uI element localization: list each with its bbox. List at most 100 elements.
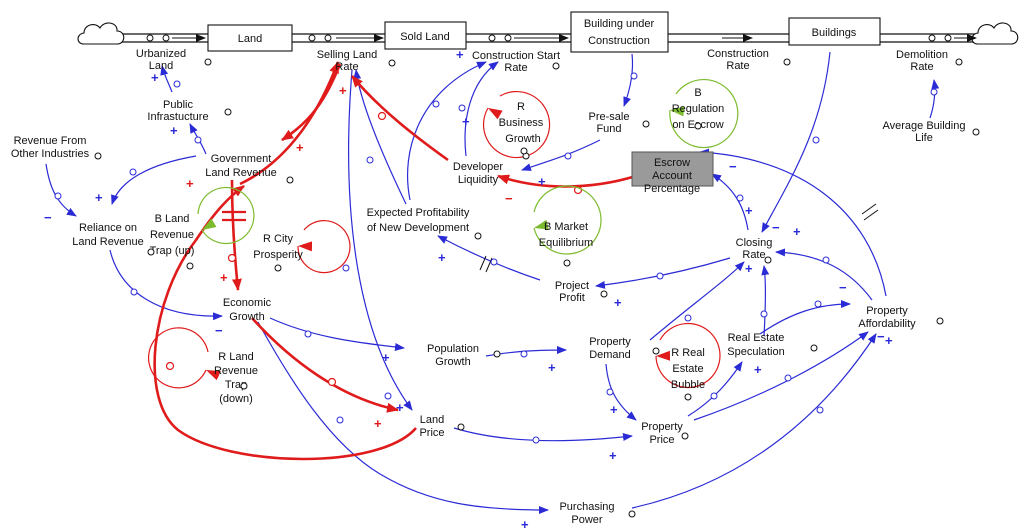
svg-text:+: + [151,70,159,85]
link-propprice-to-affordability [693,331,869,421]
link-purchasing-to-affordability [631,333,877,509]
stock-buildings-label: Buildings [812,27,857,39]
selling-land-rate-label: Selling Land [317,49,378,61]
link-presale-to-liquidity [521,139,601,171]
link-closing-to-escrow [711,173,749,231]
svg-text:+: + [609,448,617,463]
red-links [153,61,637,461]
flow-valve [504,34,512,42]
link-affordability-to-escrow [699,148,887,297]
svg-text:Land Revenue: Land Revenue [72,236,144,248]
svg-text:Speculation: Speculation [727,346,785,358]
revenue-other-industries-label: Revenue From [14,135,87,147]
flow-valve [928,34,936,42]
svg-text:Equilibrium: Equilibrium [539,237,593,249]
svg-text:Escrow: Escrow [654,157,690,169]
svg-text:B Land: B Land [155,213,190,225]
svg-text:−: − [839,280,847,295]
link-govrev-to-selling [239,61,340,186]
stock-buildings[interactable]: Buildings [788,17,881,46]
svg-text:Bubble: Bubble [671,379,705,391]
svg-text:Rate: Rate [504,62,527,74]
escrow-account-percentage[interactable]: Escrow Account Percentage [631,151,714,195]
stock-buc-label-2: Construction [588,35,650,47]
svg-text:Land: Land [149,60,173,72]
svg-text:+: + [95,190,103,205]
flow-valve [488,34,496,42]
stock-land[interactable]: Land [207,24,293,52]
svg-text:Fund: Fund [596,123,621,135]
svg-text:−: − [44,210,52,225]
delay-mark [861,203,879,221]
link-liquidity-to-construction [464,61,499,157]
svg-text:(down): (down) [219,393,253,405]
loop-real-estate-bubble: R Real Estate Bubble [655,322,721,391]
expected-profitability-label: Expected Profitability [367,207,470,219]
stock-sold-land[interactable]: Sold Land [384,21,467,50]
link-econ-to-population [269,317,405,351]
stock-flow-chain: Land Sold Land Building under Constructi… [77,11,1019,53]
svg-text:R: R [517,101,525,113]
svg-text:+: + [745,203,753,218]
stock-building-under-construction[interactable]: Building under Construction [570,11,669,53]
link-project-profit-to-expected [437,235,541,281]
svg-text:−: − [877,329,885,344]
svg-text:Power: Power [571,514,603,526]
link-buildings-to-closing [761,51,831,233]
developer-liquidity-label: Developer [453,161,503,173]
loop-city-prosperity: R City Prosperity [253,220,351,274]
link-liquidity-to-selling [350,75,449,162]
flow-valve [944,34,952,42]
svg-text:Business: Business [499,117,544,129]
svg-text:+: + [521,517,529,531]
svg-text:Land Revenue: Land Revenue [205,167,277,179]
loop-regulation-escrow: B Regulation on Escrow [669,78,739,149]
construction-rate-label: Construction [707,48,769,60]
svg-text:+: + [186,176,194,191]
svg-text:+: + [339,83,347,98]
economic-growth-label: Economic [223,297,272,309]
svg-text:Affordability: Affordability [858,318,916,330]
construction-start-rate-label: Construction Start [472,50,560,62]
svg-text:+: + [438,250,446,265]
public-infrastructure-label: Public [163,99,193,111]
link-closing-to-project-profit [595,257,731,289]
government-land-revenue-label: Government [211,153,272,165]
link-landprice-to-propprice [453,427,633,442]
link-econ-to-landprice [251,317,399,413]
link-public-infra-to-urbanized [160,65,173,93]
link-demand-to-propprice [605,363,637,421]
svg-text:+: + [170,123,178,138]
property-demand-label: Property [589,336,631,348]
svg-text:B: B [694,87,701,99]
svg-text:Demand: Demand [589,349,631,361]
polarity-signs: + + + − − + + + + + + − + + − − + + + + … [44,47,893,531]
loop-market-equilibrium: B Market Equilibrium [533,185,602,255]
reliance-on-land-revenue-label: Reliance on [79,222,137,234]
svg-text:+: + [754,362,762,377]
variable-markers [94,58,980,518]
svg-text:of New Development: of New Development [367,222,469,234]
link-escrow-to-liquidity [497,174,637,188]
average-building-life-label: Average Building [883,120,966,132]
link-govrev-to-reliance [111,155,197,205]
svg-text:Liquidity: Liquidity [458,174,499,186]
demolition-rate-label: Demolition [896,49,948,61]
svg-text:Rate: Rate [335,61,358,73]
link-propprice-to-speculation [687,361,743,417]
variable-labels: Urbanized Land Selling Land Rate Constru… [11,48,966,526]
link-speculation-to-closing [761,265,770,337]
blue-links [45,51,940,514]
flow-valve [324,34,332,42]
svg-text:Growth: Growth [505,133,540,145]
svg-text:+: + [614,295,622,310]
svg-text:Life: Life [915,132,933,144]
svg-text:+: + [396,400,404,415]
svg-text:Estate: Estate [672,363,703,375]
svg-text:Other Industries: Other Industries [11,148,90,160]
link-govrev-to-econ [230,179,242,291]
population-growth-label: Population [427,343,479,355]
svg-text:+: + [885,333,893,348]
svg-text:+: + [296,140,304,155]
link-demand-to-closing [649,261,745,341]
